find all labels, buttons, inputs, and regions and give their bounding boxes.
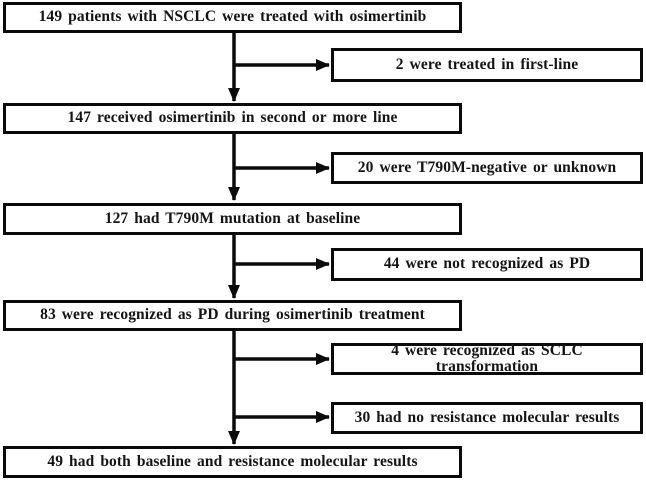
flow-box-second-or-more-line: 147 received osimertinib in second or mo… (3, 103, 462, 134)
flow-box-final-molecular-results: 49 had both baseline and resistance mole… (3, 446, 462, 478)
flow-box-t790m-baseline: 127 had T790M mutation at baseline (3, 203, 462, 235)
flow-box-recognized-pd: 83 were recognized as PD during osimerti… (3, 300, 462, 331)
flow-box-excluded-not-pd: 44 were not recognized as PD (331, 248, 643, 281)
flow-box-excluded-sclc-transformation: 4 were recognized as SCLC transformation (331, 342, 643, 375)
flow-box-excluded-first-line: 2 were treated in first-line (331, 48, 643, 82)
flow-box-excluded-t790m-negative: 20 were T790M-negative or unknown (331, 152, 643, 184)
flow-box-excluded-no-resistance-results: 30 had no resistance molecular results (331, 402, 643, 434)
flow-box-patients-treated: 149 patients with NSCLC were treated wit… (3, 2, 462, 33)
